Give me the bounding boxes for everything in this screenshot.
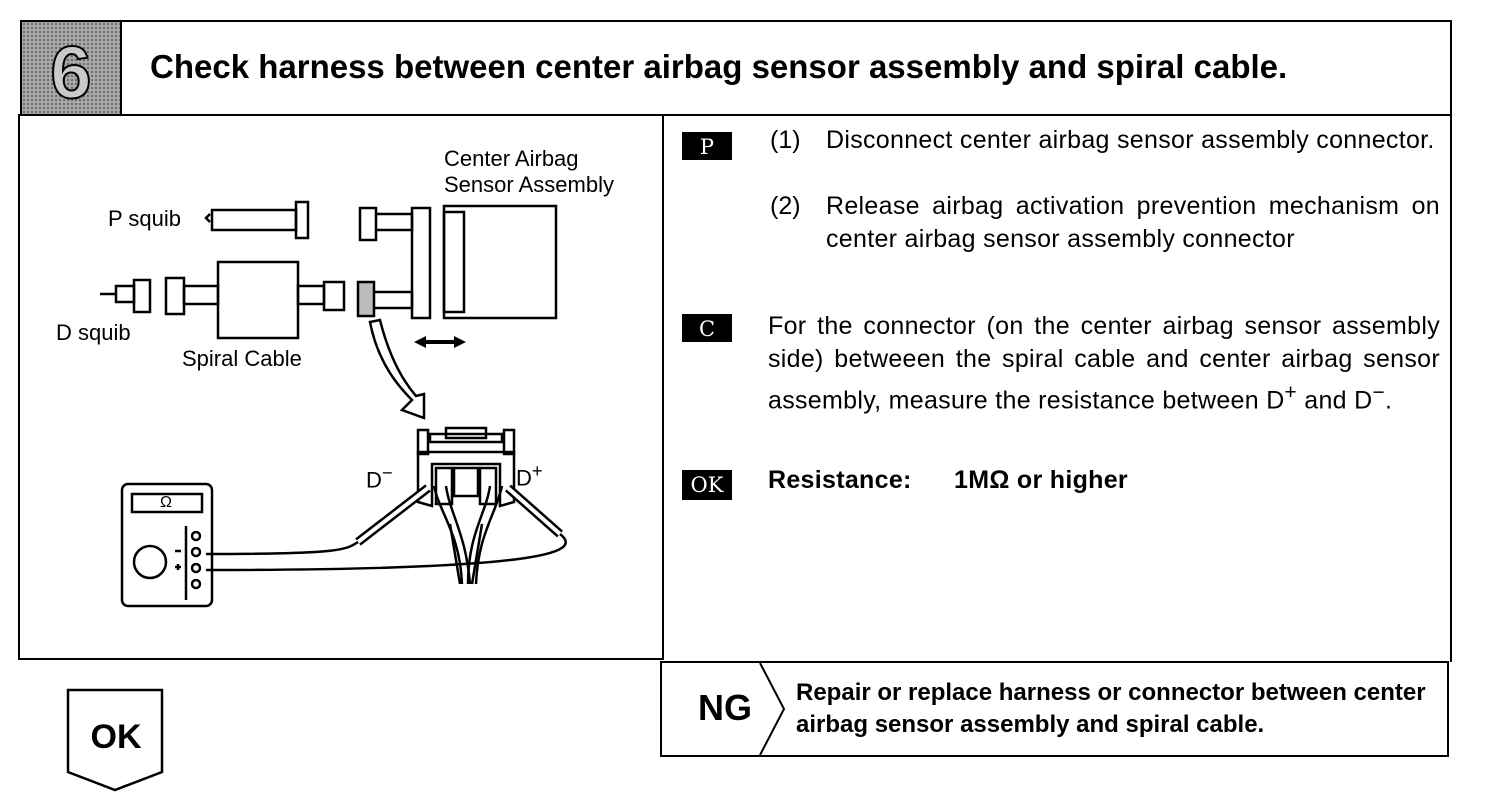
- check-badge: C: [682, 314, 732, 342]
- label-center-airbag-2: Sensor Assembly: [444, 172, 614, 197]
- ng-result-box: NG Repair or replace harness or connecto…: [660, 661, 1449, 757]
- prepare-item-2-text: Release airbag activation prevention mec…: [826, 192, 1440, 253]
- spec-badge: OK: [682, 470, 732, 500]
- label-spiral-cable: Spiral Cable: [182, 346, 302, 371]
- probe-minus: [205, 484, 431, 556]
- ng-label: NG: [698, 687, 752, 728]
- d-squib-connector: [100, 276, 220, 316]
- label-d-minus: D−: [366, 462, 393, 493]
- sensor-assembly-box: [442, 204, 558, 320]
- prepare-badge: P: [682, 132, 732, 160]
- label-center-airbag-1: Center Airbag: [444, 146, 579, 171]
- step-title: Check harness between center airbag sens…: [150, 48, 1288, 85]
- center-connectors: [356, 206, 432, 320]
- instructions-panel: P (1) Disconnect center airbag sensor as…: [662, 114, 1452, 662]
- connector-closeup: [416, 426, 516, 585]
- probe-plus: [205, 484, 567, 572]
- multimeter: [120, 482, 214, 608]
- label-d-plus: D+: [516, 460, 543, 491]
- label-p-squib: P squib: [108, 206, 181, 231]
- spec-label: Resistance:: [768, 466, 912, 494]
- wiring-diagram: [100, 200, 567, 608]
- meter-ohm-symbol: Ω: [160, 494, 172, 511]
- callout-arrow: [368, 318, 426, 420]
- prepare-item-1-num: (1): [770, 126, 801, 154]
- ng-chevron: [759, 663, 786, 755]
- spiral-cable-body: [216, 260, 346, 340]
- p-squib-connector: [204, 200, 310, 240]
- prepare-item-2-num: (2): [770, 192, 801, 220]
- slide-arrow-icon: [414, 336, 466, 348]
- check-text: For the connector (on the center airbag …: [768, 312, 1440, 415]
- step-number-badge: 6: [22, 22, 122, 115]
- ng-action-text: Repair or replace harness or connector b…: [796, 679, 1426, 738]
- ok-label: OK: [90, 718, 142, 756]
- ok-tab-shape: [66, 688, 164, 792]
- label-d-squib: D squib: [56, 320, 131, 345]
- step-number: 6: [49, 30, 92, 115]
- prepare-item-1-text: Disconnect center airbag sensor assembly…: [826, 126, 1435, 154]
- spec-value: 1MΩ or higher: [954, 466, 1128, 494]
- step-header: 6 Check harness between center airbag se…: [20, 20, 1452, 116]
- ok-result-tab: OK: [66, 688, 166, 792]
- illustration-panel: Center Airbag Sensor Assembly P squib D …: [18, 114, 664, 660]
